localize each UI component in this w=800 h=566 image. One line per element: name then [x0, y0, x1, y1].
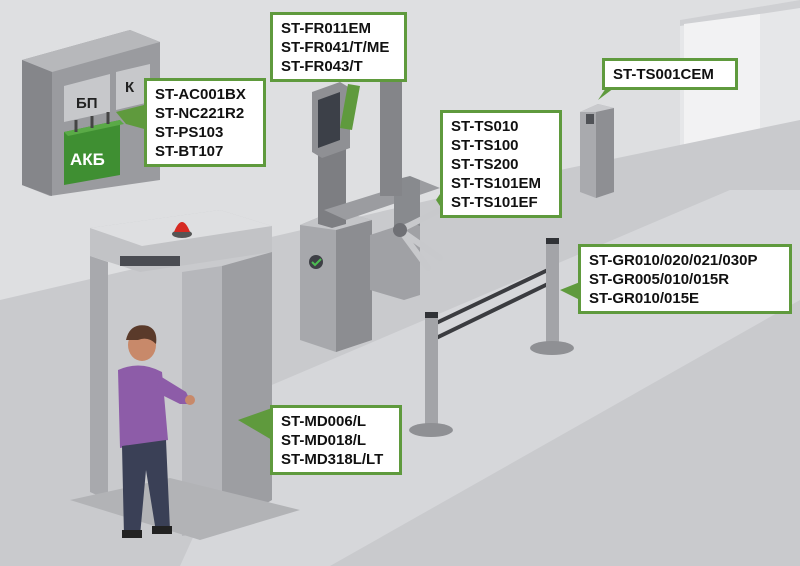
metal-detector [70, 210, 300, 540]
callout-line: ST-TS101EM [451, 175, 542, 192]
callout-line: ST-PS103 [155, 124, 224, 141]
face-reader [312, 62, 406, 196]
controller-label: К [125, 79, 135, 96]
callout-turnstiles: ST-TS010 ST-TS100 ST-TS200 ST-TS101EM ST… [440, 110, 562, 218]
pedestal-terminal [580, 104, 614, 198]
psu-box [64, 74, 110, 122]
tripod-turnstile [300, 140, 443, 352]
callout-pedestal: ST-TS001CEM [602, 58, 738, 90]
person [118, 325, 195, 538]
callout-line: ST-FR043/T [281, 58, 363, 75]
callout-line: ST-GR010/015E [589, 290, 700, 307]
callout-line: ST-MD006/L [281, 413, 367, 430]
callout-line: ST-GR010/020/021/030P [589, 252, 758, 269]
callout-line: ST-FR011EM [281, 20, 372, 37]
callout-line: ST-MD018/L [281, 432, 367, 449]
callout-metal-detector: ST-MD006/L ST-MD018/L ST-MD318L/LT [270, 405, 402, 475]
barrier-post-back [546, 238, 559, 348]
psu-label: БП [76, 95, 98, 112]
callout-power-equipment: ST-AC001BX ST-NC221R2 ST-PS103 ST-BT107 [144, 78, 266, 167]
callout-line: ST-BT107 [155, 143, 224, 160]
alarm-beacon [174, 222, 190, 232]
callout-line: ST-AC001BX [155, 86, 246, 103]
callout-line: ST-NC221R2 [155, 105, 245, 122]
power-cabinet: БП К АКБ [22, 30, 160, 196]
callout-line: ST-TS100 [451, 137, 519, 154]
right-wall-edge [680, 0, 800, 26]
controller-box [116, 64, 150, 110]
barrier-post-front [425, 312, 438, 430]
callout-line: ST-TS010 [451, 118, 519, 135]
belt-barriers [409, 238, 574, 437]
callout-line: ST-FR041/T/ME [281, 39, 390, 56]
battery-label: АКБ [70, 150, 105, 169]
callout-barriers: ST-GR010/020/021/030P ST-GR005/010/015R … [578, 244, 792, 314]
callout-line: ST-MD318L/LT [281, 451, 384, 468]
callout-line: ST-TS001CEM [613, 66, 714, 83]
callout-line: ST-TS101EF [451, 194, 538, 211]
callout-line: ST-GR005/010/015R [589, 271, 730, 288]
battery-box [64, 120, 120, 185]
callout-line: ST-TS200 [451, 156, 519, 173]
callout-readers: ST-FR011EM ST-FR041/T/ME ST-FR043/T [270, 12, 407, 82]
